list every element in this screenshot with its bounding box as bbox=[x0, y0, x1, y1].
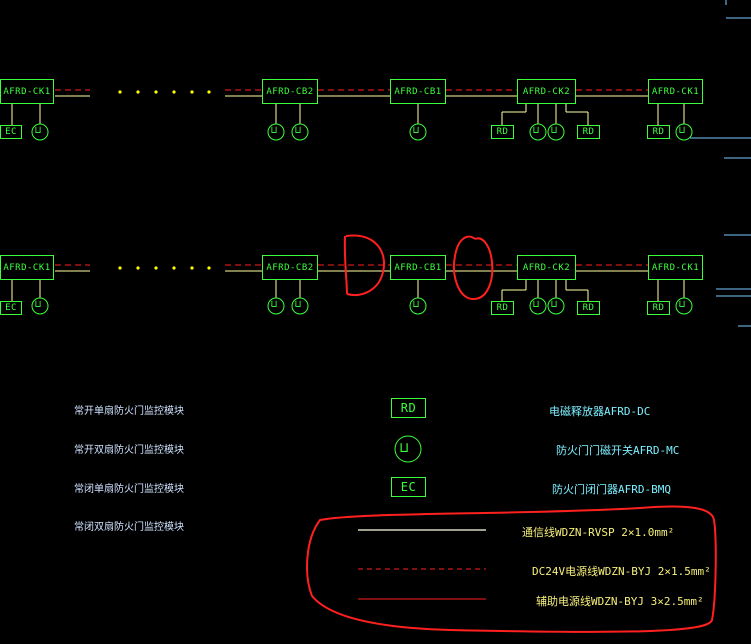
module-ck2-row2: AFRD-CK2 bbox=[517, 255, 576, 280]
rd-device-row2-b: RD bbox=[577, 301, 600, 315]
rd-device-row2-a: RD bbox=[491, 301, 514, 315]
ec-device-row2: EC bbox=[0, 301, 22, 315]
mc-icon: ⊔ bbox=[533, 125, 540, 136]
mc-icon: ⊔ bbox=[551, 125, 558, 136]
legend-ec-desc: 防火门闭门器AFRD-BMQ bbox=[552, 483, 671, 496]
ec-device-row1: EC bbox=[0, 125, 22, 139]
legend-closed-single: 常闭单扇防火门监控模块 bbox=[74, 484, 184, 495]
mc-icon: ⊔ bbox=[271, 125, 278, 136]
module-cb1-row2: AFRD-CB1 bbox=[390, 255, 446, 280]
legend-open-double: 常开双扇防火门监控模块 bbox=[74, 445, 184, 456]
right-edge-fragments bbox=[690, 0, 751, 327]
row1-wiring bbox=[11, 89, 685, 125]
mc-icon: ⊔ bbox=[271, 299, 278, 310]
mc-icon: ⊔ bbox=[295, 299, 302, 310]
legend-lines bbox=[358, 529, 486, 600]
legend-ec-box: EC bbox=[391, 477, 426, 497]
module-cb2-row1: AFRD-CB2 bbox=[262, 79, 318, 104]
module-cb1-row1: AFRD-CB1 bbox=[390, 79, 446, 104]
rd-device-row1-a: RD bbox=[491, 125, 514, 139]
legend-line-dc24: DC24V电源线WDZN-BYJ 2×1.5mm² bbox=[532, 565, 711, 578]
legend-line-signal: 通信线WDZN-RVSP 2×1.0mm² bbox=[522, 526, 675, 539]
door-contact-circles bbox=[31, 123, 693, 463]
mc-icon: ⊔ bbox=[679, 299, 686, 310]
mc-icon: ⊔ bbox=[35, 125, 42, 136]
module-ck1-row2: AFRD-CK1 bbox=[0, 255, 54, 280]
module-ck1-row1-right: AFRD-CK1 bbox=[648, 79, 703, 104]
mc-icon: ⊔ bbox=[413, 125, 420, 136]
module-ck1-row1: AFRD-CK1 bbox=[0, 79, 54, 104]
rd-device-row1-b: RD bbox=[577, 125, 600, 139]
mc-icon: ⊔ bbox=[413, 299, 420, 310]
row2-wiring bbox=[11, 264, 685, 301]
module-ck1-row2-right: AFRD-CK1 bbox=[648, 255, 703, 280]
module-ck2-row1: AFRD-CK2 bbox=[517, 79, 576, 104]
mc-icon: ⊔ bbox=[533, 299, 540, 310]
legend-closed-double: 常闭双扇防火门监控模块 bbox=[74, 522, 184, 533]
mc-icon: ⊔ bbox=[295, 125, 302, 136]
legend-rd-desc: 电磁释放器AFRD-DC bbox=[549, 405, 651, 418]
mc-icon: ⊔ bbox=[551, 299, 558, 310]
hand-annotations bbox=[306, 234, 717, 633]
mc-icon: ⊔ bbox=[35, 299, 42, 310]
mc-icon: ⊔ bbox=[679, 125, 686, 136]
rd-device-row2-c: RD bbox=[647, 301, 670, 315]
module-cb2-row2: AFRD-CB2 bbox=[262, 255, 318, 280]
legend-mc-desc: 防火门门磁开关AFRD-MC bbox=[556, 444, 680, 457]
legend-open-single: 常开单扇防火门监控模块 bbox=[74, 406, 184, 417]
mc-legend-icon: ⊔ bbox=[400, 440, 409, 456]
rd-device-row1-c: RD bbox=[647, 125, 670, 139]
legend-rd-box: RD bbox=[391, 398, 426, 418]
legend-line-aux: 辅助电源线WDZN-BYJ 3×2.5mm² bbox=[536, 595, 704, 608]
